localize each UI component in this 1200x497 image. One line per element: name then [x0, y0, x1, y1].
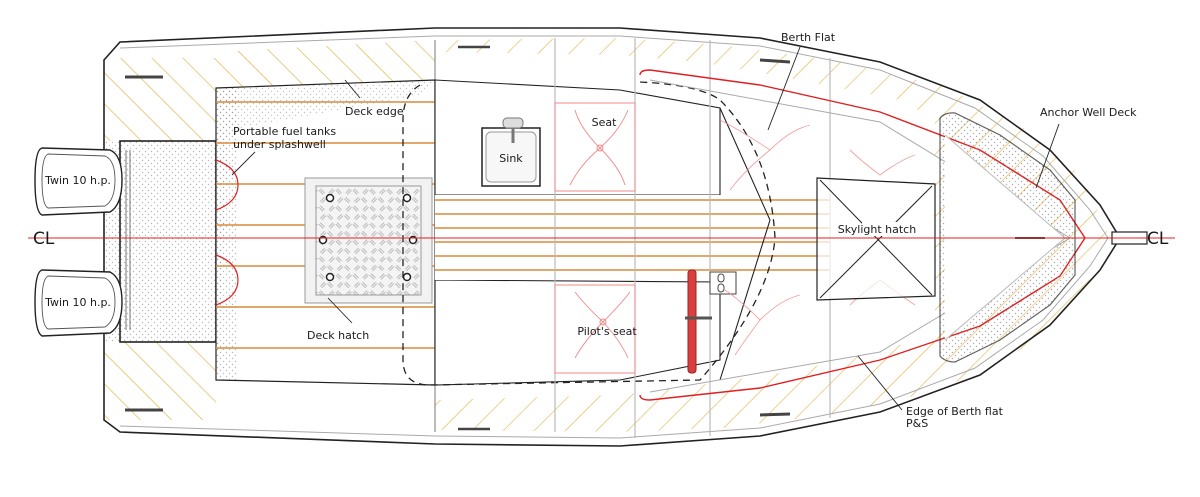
- outboard-starboard: Twin 10 h.p.: [34, 269, 123, 337]
- deck-edge-label: Deck edge: [345, 105, 404, 118]
- pilots-seat-label: Pilot's seat: [577, 325, 637, 338]
- hull-outline: [103, 27, 1121, 447]
- edge-berth-label-2: P&S: [906, 417, 928, 430]
- centerline-symbol-bow: CL: [1147, 229, 1169, 249]
- annotation-anchor-well: Anchor Well Deck: [1035, 106, 1137, 189]
- annotation-berth-flat: Berth Flat: [767, 31, 836, 131]
- skylight-hatch: Skylight hatch: [816, 177, 936, 301]
- edge-berth-label-1: Edge of Berth flat: [906, 405, 1004, 418]
- cleats: [125, 45, 791, 431]
- hatch-bolt-icon: [402, 193, 412, 203]
- deck-hatch-label: Deck hatch: [307, 329, 369, 342]
- fuel-tanks-label-1: Portable fuel tanks: [233, 125, 336, 138]
- seat: Seat: [554, 102, 636, 192]
- annotation-deck-edge: Deck edge: [344, 79, 404, 118]
- hatch-bolt-icon: [402, 272, 412, 282]
- berth-flat-label: Berth Flat: [781, 31, 836, 44]
- pilots-seat: Pilot's seat: [554, 284, 637, 374]
- hatch-bolt-icon: [325, 272, 335, 282]
- sink-label: Sink: [499, 152, 523, 165]
- outboard-starboard-label: Twin 10 h.p.: [44, 296, 111, 309]
- hatch-bolt-icon: [325, 193, 335, 203]
- outboard-port: Twin 10 h.p.: [34, 147, 123, 216]
- anchor-well-label: Anchor Well Deck: [1040, 106, 1137, 119]
- skylight-hatch-label: Skylight hatch: [838, 223, 916, 236]
- annotation-fuel-tanks: Portable fuel tanks under splashwell: [231, 125, 336, 176]
- centerline-symbol-stern: CL: [33, 229, 55, 249]
- anchor-well-deck: [939, 112, 1076, 363]
- stern-deck-starboard: [104, 342, 216, 420]
- annotation-edge-of-berth: Edge of Berth flat P&S: [857, 355, 1004, 430]
- fuel-tanks-label-2: under splashwell: [233, 138, 326, 151]
- annotation-deck-hatch: Deck hatch: [307, 297, 369, 342]
- seat-label: Seat: [592, 116, 617, 129]
- sink: Sink: [481, 117, 541, 187]
- outboard-port-label: Twin 10 h.p.: [44, 174, 111, 187]
- deck-hatch: [304, 177, 433, 304]
- stern-deck-port: [104, 58, 216, 141]
- steering-wheel: [685, 269, 737, 374]
